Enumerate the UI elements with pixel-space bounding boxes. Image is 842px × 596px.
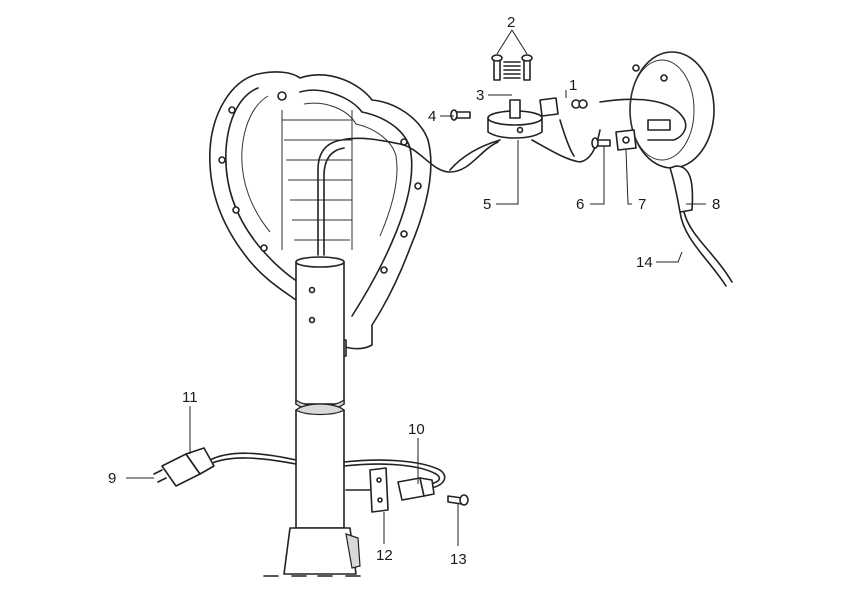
callout-6: 6 [576,196,584,213]
switch-assembly [487,97,559,139]
callout-11: 11 [182,389,198,406]
inline-switch [397,477,435,501]
nut-1 [571,99,588,109]
callout-12: 12 [376,547,393,564]
screw-6 [591,137,611,149]
callout-9: 9 [108,470,116,487]
callout-7: 7 [638,196,646,213]
callout-5: 5 [483,196,491,213]
heart-housing [209,71,432,357]
housing-screw-bosses [218,91,422,274]
internal-wire [317,137,499,256]
callout-8: 8 [712,196,720,213]
lamp-head [629,51,733,287]
power-cord [209,452,446,491]
cord-clamp [369,467,389,513]
callout-14: 14 [636,254,653,271]
screw-4 [450,109,471,121]
leader-lines [126,29,706,546]
callout-2: 2 [507,14,515,31]
callout-10: 10 [408,421,425,438]
bracket-7 [615,129,637,151]
callout-13: 13 [450,551,467,568]
screw-13 [447,494,469,506]
callout-4: 4 [428,108,436,125]
upper-pole [295,256,345,411]
housing-ribs [281,110,353,250]
callout-3: 3 [476,87,484,104]
lower-pole [263,403,361,577]
callout-1: 1 [569,77,577,94]
plug [153,447,215,487]
spring-and-screws [491,54,533,81]
